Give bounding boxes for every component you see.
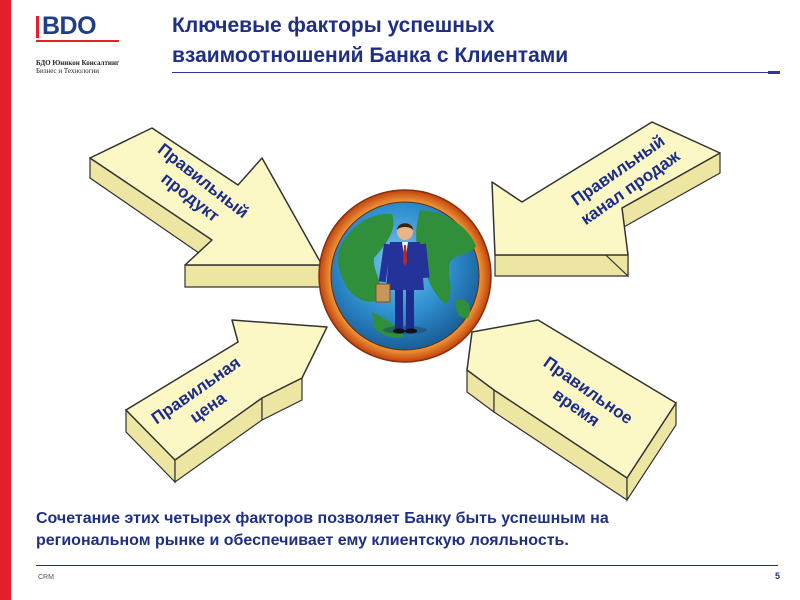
logo-tagline: Бизнес и Технологии <box>36 67 99 75</box>
footer-section-label: CRM <box>38 574 54 581</box>
title-line-1: Ключевые факторы успешных <box>172 14 495 37</box>
arrow-left-sales-channel <box>491 121 721 278</box>
left-accent-bar <box>0 0 11 600</box>
caption-line-2: региональном рынке и обеспечивает ему кл… <box>36 532 569 549</box>
businessman-on-globe-icon <box>318 189 492 363</box>
footer-divider <box>36 565 778 566</box>
summary-caption: Сочетание этих четырех факторов позволяе… <box>36 508 796 552</box>
page-number: 5 <box>774 571 780 581</box>
bdo-logo: BDO БДО Юникон Консалтинг Бизнес и Техно… <box>36 14 120 75</box>
title-underline <box>172 72 778 73</box>
title-line-2: взаимоотношений Банка с Клиентами <box>172 44 569 67</box>
logo-mark: BDO <box>36 14 120 42</box>
arrow-up-time <box>466 319 677 503</box>
arrow-right-product <box>89 127 323 288</box>
page-title: Ключевые факторы успешных взаимоотношени… <box>172 11 712 71</box>
title-underline-accent <box>768 71 780 74</box>
logo-company-name: БДО Юникон Консалтинг <box>36 59 120 67</box>
arrow-up-price <box>125 319 328 484</box>
caption-line-1: Сочетание этих четырех факторов позволяе… <box>36 510 609 527</box>
